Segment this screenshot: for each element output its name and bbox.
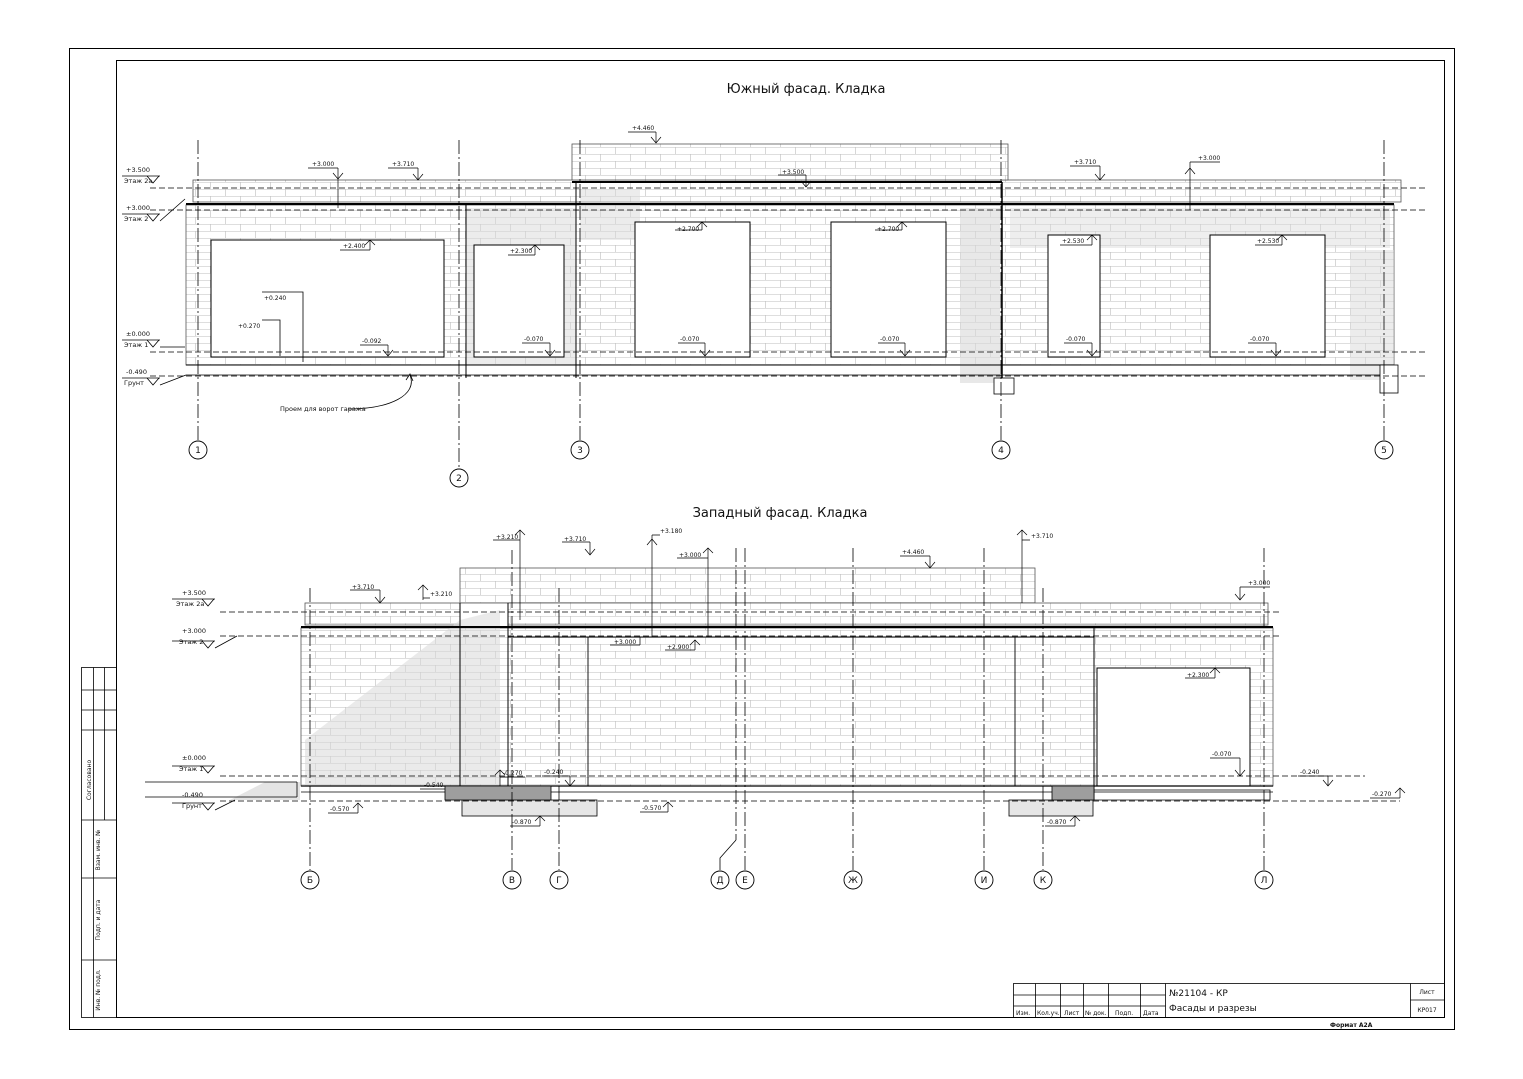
outer-border xyxy=(69,48,1455,1030)
tb-column: Подп. xyxy=(1115,1010,1133,1017)
elev-mark: +3.210 xyxy=(430,591,452,598)
elev-mark: -0.092 xyxy=(362,338,382,345)
level-value: ±0.000 xyxy=(182,754,206,762)
south-axis-label: 2 xyxy=(456,474,462,484)
level-name: Этаж 2а xyxy=(124,177,152,185)
tb-project: №21104 - КР xyxy=(1169,989,1228,999)
level-value: -0.490 xyxy=(182,791,203,799)
elev-mark: +3.180 xyxy=(660,528,682,535)
west-facade: Западный фасад. Кладка xyxy=(145,506,1406,890)
elev-mark: -0.070 xyxy=(1212,751,1232,758)
elev-mark: -0.240 xyxy=(1300,769,1320,776)
inner-frame xyxy=(116,60,1445,1018)
elev-mark: -0.870 xyxy=(1047,819,1067,826)
west-title: Западный фасад. Кладка xyxy=(693,506,868,521)
west-axis-label: Г xyxy=(556,876,562,886)
elev-mark: +3.500 xyxy=(782,169,804,176)
tb-column: № док. xyxy=(1085,1010,1107,1017)
level-name: Этаж 2а xyxy=(176,600,204,608)
elev-mark: -0.540 xyxy=(424,782,444,789)
west-axis-label: Л xyxy=(1261,876,1268,886)
level-name: Этаж 2 xyxy=(124,215,148,223)
format-label: Формат А2А xyxy=(1330,1022,1373,1029)
elev-mark: -0.070 xyxy=(680,336,700,343)
approval-sidebar xyxy=(81,667,117,1018)
tb-sheet-label: Лист xyxy=(1419,989,1435,996)
elev-mark: +2.700 xyxy=(677,226,699,233)
elev-mark: +2.900 xyxy=(667,644,689,651)
elev-mark: +3.000 xyxy=(312,161,334,168)
elev-mark: -0.070 xyxy=(524,336,544,343)
level-name: Этаж 1 xyxy=(179,765,203,773)
elev-mark: +3.000 xyxy=(614,639,636,646)
elev-mark: +2.530 xyxy=(1257,238,1279,245)
elev-mark: -0.870 xyxy=(512,819,532,826)
tb-column: Кол.уч. xyxy=(1037,1010,1060,1017)
west-axis-label: Е xyxy=(742,876,748,886)
elev-mark: +3.710 xyxy=(1031,533,1053,540)
south-axis-label: 1 xyxy=(195,446,201,456)
level-value: +3.000 xyxy=(182,627,206,635)
elev-mark: +3.000 xyxy=(679,552,701,559)
elev-mark: +3.000 xyxy=(1248,580,1270,587)
tb-sheet-title: Фасады и разрезы xyxy=(1169,1004,1257,1014)
elev-mark: -0.270 xyxy=(503,770,523,777)
elev-mark: +3.710 xyxy=(1074,159,1096,166)
west-axis-label: И xyxy=(981,876,988,886)
south-axis-label: 3 xyxy=(577,446,583,456)
south-facade: Южный фасад. Кладка xyxy=(122,82,1425,488)
elev-mark: -0.570 xyxy=(330,806,350,813)
level-value: +3.500 xyxy=(182,589,206,597)
elev-mark: -0.070 xyxy=(1066,336,1086,343)
sidebar-agreed: Согласовано xyxy=(86,760,93,801)
west-axis-label: Д xyxy=(716,876,723,886)
elev-mark: +3.000 xyxy=(1198,155,1220,162)
title-block xyxy=(1013,983,1445,1018)
level-name: Этаж 2 xyxy=(179,638,203,646)
sidebar-field: Подп. и дата xyxy=(95,899,102,940)
level-name: Грунт xyxy=(124,379,144,387)
elev-mark: -0.570 xyxy=(642,805,662,812)
south-axis-label: 4 xyxy=(998,446,1004,456)
level-value: +3.000 xyxy=(126,204,150,212)
elev-mark: +2.300 xyxy=(1187,672,1209,679)
garage-note: Проем для ворот гаража xyxy=(280,405,366,413)
sidebar-field: Взам. инв. № xyxy=(95,830,102,871)
tb-column: Лист xyxy=(1064,1010,1080,1017)
elev-mark: +0.240 xyxy=(264,295,286,302)
tb-sheet-no: КР017 xyxy=(1417,1007,1437,1014)
elev-mark: -0.070 xyxy=(1250,336,1270,343)
elev-mark: +2.400 xyxy=(343,243,365,250)
elev-mark: +0.270 xyxy=(238,323,260,330)
west-axis-label: В xyxy=(509,876,515,886)
elev-mark: +4.460 xyxy=(632,125,654,132)
west-axis-label: Б xyxy=(307,876,313,886)
tb-column: Изм. xyxy=(1016,1010,1030,1017)
south-title: Южный фасад. Кладка xyxy=(727,82,886,97)
elev-mark: +2.530 xyxy=(1062,238,1084,245)
elev-mark: -0.070 xyxy=(880,336,900,343)
west-axis-label: К xyxy=(1040,876,1047,886)
elev-mark: +3.710 xyxy=(564,536,586,543)
level-value: +3.500 xyxy=(126,166,150,174)
elev-mark: -0.240 xyxy=(544,769,564,776)
elev-mark: +3.710 xyxy=(352,584,374,591)
south-axis-label: 5 xyxy=(1381,446,1387,456)
level-value: -0.490 xyxy=(126,368,147,376)
elev-mark: +2.300 xyxy=(510,248,532,255)
sidebar-field: Инв. № подл. xyxy=(95,969,102,1010)
level-name: Грунт xyxy=(182,802,202,810)
level-value: ±0.000 xyxy=(126,330,150,338)
elev-mark: +2.700 xyxy=(877,226,899,233)
elev-mark: -0.270 xyxy=(1372,791,1392,798)
tb-column: Дата xyxy=(1143,1010,1159,1017)
elev-mark: +3.210 xyxy=(496,534,518,541)
elev-mark: +3.710 xyxy=(392,161,414,168)
level-name: Этаж 1 xyxy=(124,341,148,349)
elev-mark: +4.460 xyxy=(902,549,924,556)
west-axis-label: Ж xyxy=(848,876,858,886)
